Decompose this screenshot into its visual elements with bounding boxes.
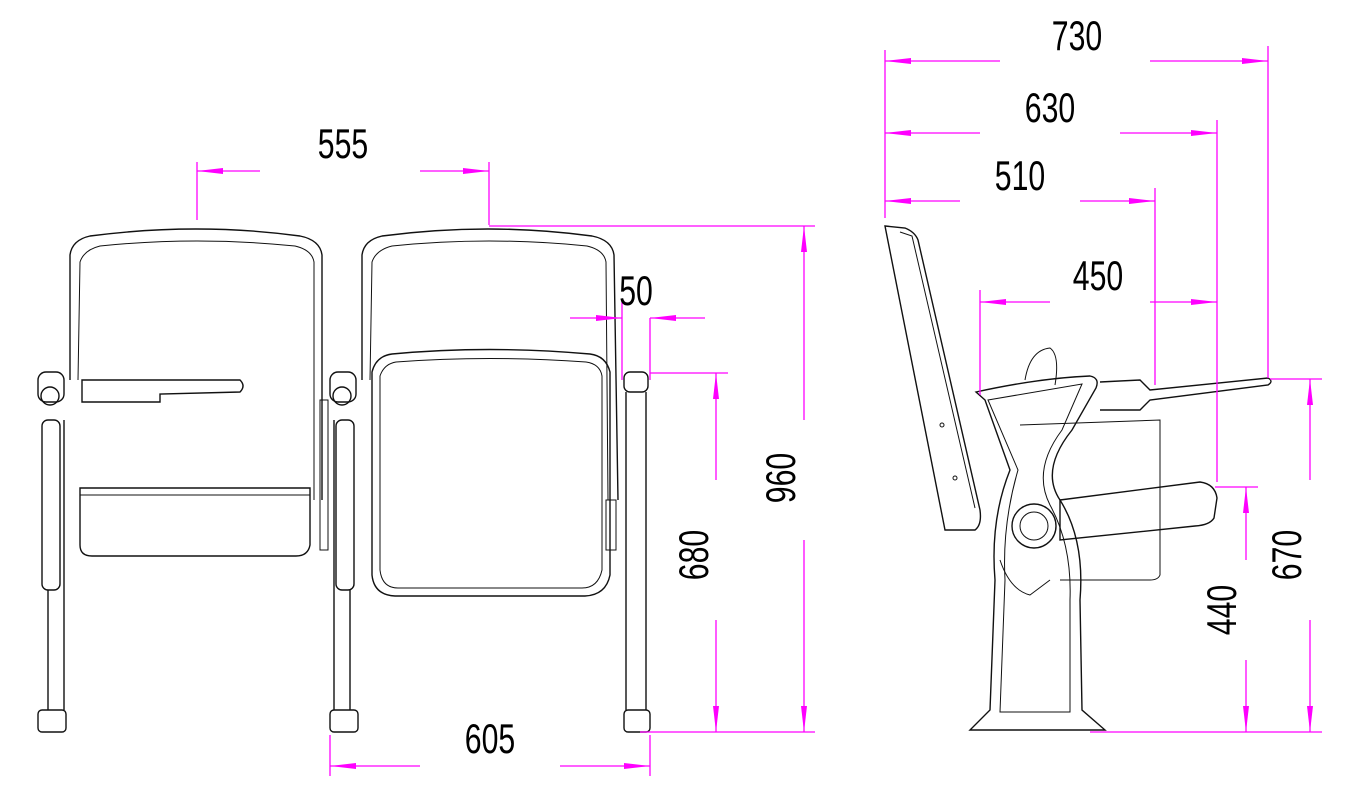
dimension-label: 630 — [1025, 84, 1075, 131]
dimension-630: 630 — [885, 84, 1218, 482]
dimension-label: 450 — [1073, 252, 1123, 299]
dimension-680: 680 — [650, 372, 728, 732]
dimension-510: 510 — [885, 152, 1156, 385]
dimension-label: 605 — [465, 715, 515, 762]
dimension-960: 960 — [489, 225, 815, 733]
dimension-label: 730 — [1052, 12, 1102, 59]
dimension-450: 450 — [979, 252, 1217, 395]
dimension-670: 670 — [1090, 378, 1322, 733]
dimension-50: 50 — [570, 267, 705, 380]
dimension-label: 50 — [619, 267, 653, 314]
dimension-730: 730 — [884, 12, 1269, 378]
dimension-label: 555 — [318, 120, 368, 167]
dimension-label: 440 — [1198, 585, 1245, 635]
dimension-605: 605 — [329, 715, 651, 776]
front-view-left-chair — [37, 228, 329, 733]
dimension-label: 510 — [995, 152, 1045, 199]
dimension-label: 960 — [757, 453, 804, 503]
dimension-555: 555 — [196, 120, 490, 225]
dimension-label: 680 — [670, 530, 717, 580]
front-view-right-chair — [329, 228, 651, 733]
dimension-440: 440 — [1198, 486, 1258, 732]
side-view-chair — [884, 225, 1272, 731]
dimension-label: 670 — [1263, 530, 1310, 580]
